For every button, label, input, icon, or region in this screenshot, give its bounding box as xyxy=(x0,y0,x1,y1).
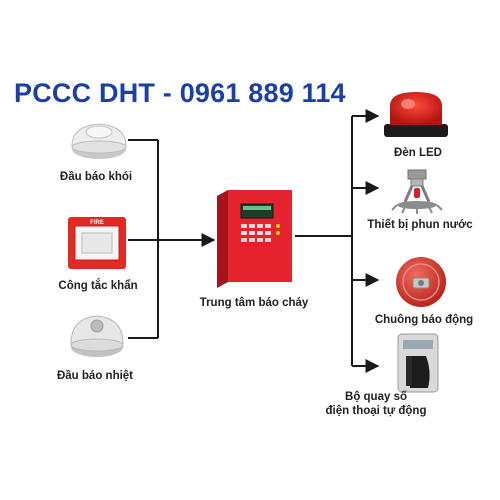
sprinkler-icon xyxy=(391,169,443,214)
call-point-text: FIRE xyxy=(90,220,104,226)
label-auto-dialer-line2: điện thoại tự động xyxy=(325,405,427,417)
label-auto-dialer-line1: Bộ quay số xyxy=(345,391,407,403)
label-strobe-light: Đèn LED xyxy=(394,147,442,159)
strobe-light-icon xyxy=(384,92,448,137)
label-control-panel: Trung tâm báo cháy xyxy=(199,297,309,309)
auto-dialer-icon xyxy=(397,333,439,393)
heat-detector-icon xyxy=(70,315,124,357)
fire-alarm-control-panel-icon xyxy=(217,190,292,288)
label-sprinkler: Thiết bị phun nước xyxy=(367,219,473,231)
label-smoke-detector: Đầu báo khói xyxy=(59,171,133,183)
label-manual-call-point: Công tắc khẩn xyxy=(58,280,138,292)
alarm-bell-icon xyxy=(396,257,446,307)
smoke-detector-icon xyxy=(71,123,127,159)
label-alarm-bell: Chuông báo động xyxy=(374,314,474,326)
banner-title: PCCC DHT - 0961 889 114 xyxy=(14,78,346,108)
manual-call-point-icon: FIRE xyxy=(68,217,126,269)
label-auto-dialer: Bộ quay số điện thoại tự động xyxy=(326,390,427,418)
label-heat-detector: Đầu báo nhiệt xyxy=(56,370,134,382)
input-connectors xyxy=(128,139,216,339)
output-connectors xyxy=(295,109,380,373)
